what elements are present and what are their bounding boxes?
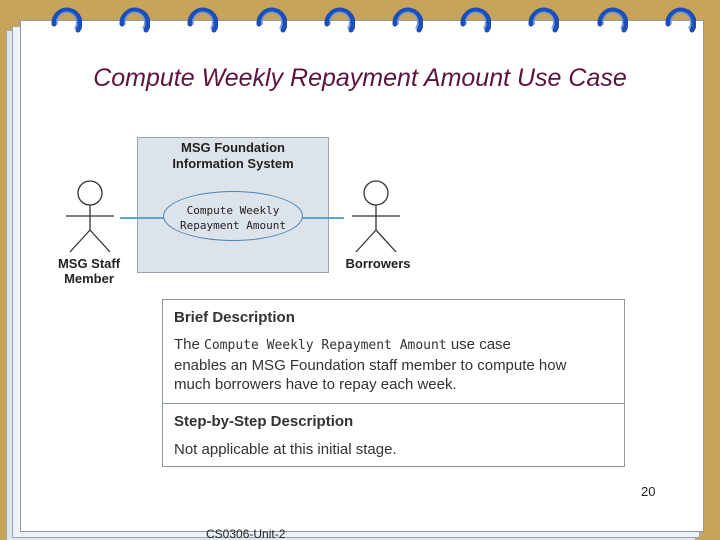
actor-staff-member-line-2: Member	[64, 271, 114, 286]
actor-staff-member-label: MSG Staff Member	[44, 256, 134, 286]
use-case-label: Compute Weekly Repayment Amount	[163, 203, 303, 233]
slide-title: Compute Weekly Repayment Amount Use Case	[93, 64, 627, 92]
actor-borrowers-label: Borrowers	[345, 256, 411, 271]
brief-description-heading: Brief Description	[174, 309, 295, 326]
system-name: MSG Foundation Information System	[137, 140, 329, 172]
spiral-ring-icon	[324, 7, 355, 33]
use-case-description-table: Brief Description The Compute Weekly Rep…	[162, 299, 625, 467]
brief-line-1: The Compute Weekly Repayment Amount use …	[174, 335, 614, 356]
brief-line-1-suffix: use case	[450, 336, 511, 353]
brief-use-case-name: Compute Weekly Repayment Amount	[204, 338, 447, 353]
step-description-text: Not applicable at this initial stage.	[174, 441, 397, 458]
actor-staff-member-line-1: MSG Staff	[57, 256, 121, 271]
spiral-ring-icon	[392, 7, 423, 33]
system-name-line-1: MSG Foundation	[181, 140, 285, 155]
brief-line-2: enables an MSG Foundation staff member t…	[174, 356, 567, 374]
actor-borrowers-icon	[352, 180, 400, 253]
association-right	[302, 217, 344, 219]
brief-prefix: The	[174, 336, 200, 353]
step-description-heading: Step-by-Step Description	[174, 413, 354, 430]
page-number: 20	[641, 484, 656, 499]
spiral-ring-icon	[528, 7, 560, 33]
spiral-ring-icon	[119, 7, 151, 33]
spiral-ring-icon	[460, 7, 492, 33]
use-case-label-line-2: Repayment Amount	[180, 219, 286, 232]
brief-description-section: Brief Description The Compute Weekly Rep…	[163, 300, 624, 404]
use-case-label-line-1: Compute Weekly	[186, 204, 280, 217]
spiral-ring-icon	[51, 7, 82, 33]
spiral-ring-icon	[256, 7, 287, 33]
actor-staff-member-icon	[66, 180, 114, 253]
footer-text: CS0306-Unit-2	[206, 527, 286, 540]
spiral-ring-icon	[665, 7, 696, 33]
use-case-ellipse	[163, 191, 303, 241]
brief-line-3: much borrowers have to repay each week.	[174, 376, 457, 393]
spiral-ring-icon	[597, 7, 628, 33]
brief-description-text: The Compute Weekly Repayment Amount use …	[174, 335, 614, 395]
association-left	[120, 217, 164, 219]
spiral-ring-icon	[187, 7, 219, 33]
system-name-line-2: Information System	[172, 156, 294, 171]
